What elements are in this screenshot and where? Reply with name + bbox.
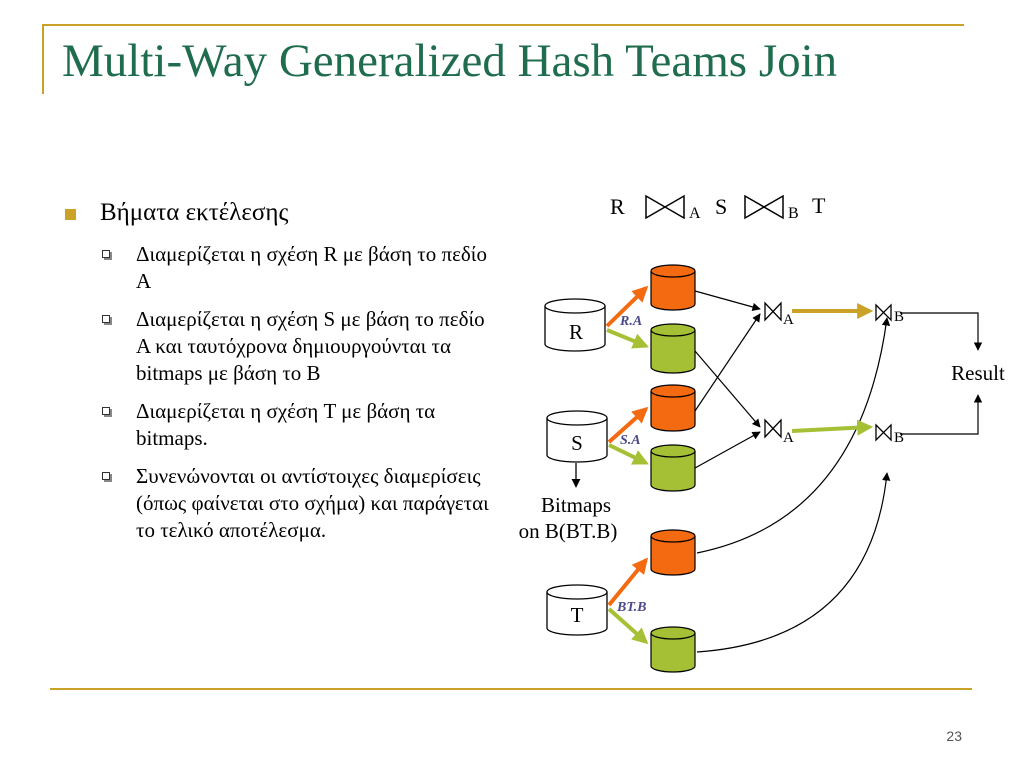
expr-t: T xyxy=(812,193,826,218)
partition-t-green xyxy=(650,626,696,673)
join-label: A xyxy=(783,312,794,328)
bullet-list: Βήματα εκτέλεσης Διαμερίζεται η σχέση R … xyxy=(62,196,502,544)
hollow-square-bullet-icon xyxy=(102,250,110,258)
join-expression: R A S B T xyxy=(610,193,826,222)
sub-bullet: Διαμερίζεται η σχέση S με βάση το πεδίο … xyxy=(62,306,502,387)
hollow-square-bullet-icon xyxy=(102,315,110,323)
hollow-square-bullet-icon xyxy=(102,472,110,480)
bottom-rule xyxy=(50,688,972,690)
sub-bullet-text: Διαμερίζεται η σχέση R με βάση το πεδίο … xyxy=(136,242,487,293)
page-number: 23 xyxy=(946,728,962,744)
partition-t-orange xyxy=(650,529,696,576)
relation-label: T xyxy=(571,603,584,627)
join-b-top: B xyxy=(875,303,904,325)
result-label: Result xyxy=(951,361,1005,385)
main-bullet-text: Βήματα εκτέλεσης xyxy=(100,199,289,226)
top-rule xyxy=(42,24,964,26)
sub-bullet-text: Διαμερίζεται η σχέση T με βάση τα bitmap… xyxy=(136,399,436,450)
sub-bullet-text: Συνενώνονται οι αντίστοιχες διαμερίσεις … xyxy=(136,464,489,542)
join-label: A xyxy=(783,430,794,446)
partition-r-orange xyxy=(650,264,696,311)
bowtie-join-icon xyxy=(645,194,685,220)
partition-label: BT.B xyxy=(616,600,646,615)
sub-bullet: Συνενώνονται οι αντίστοιχες διαμερίσεις … xyxy=(62,463,502,544)
relation-label: S xyxy=(571,431,583,455)
partition-s-orange xyxy=(650,384,696,432)
join-label: B xyxy=(894,430,904,446)
partition-label: R.A xyxy=(619,314,642,329)
expr-join2-sub: B xyxy=(788,205,799,222)
partition-s-green xyxy=(650,444,696,492)
sub-bullet: Διαμερίζεται η σχέση R με βάση το πεδίο … xyxy=(62,241,502,295)
partition-arrows xyxy=(605,285,649,645)
expr-join1-sub: A xyxy=(689,205,701,222)
connection-lines xyxy=(694,290,983,653)
join-label: B xyxy=(894,309,904,325)
hollow-square-bullet-icon xyxy=(102,407,110,415)
join-a-bottom: A xyxy=(764,418,794,446)
expr-r: R xyxy=(610,194,625,219)
relation-r-cylinder: R xyxy=(544,298,606,352)
bitmaps-label-line2: on B(BT.B) xyxy=(519,519,618,543)
relation-s-cylinder: S xyxy=(546,410,608,463)
join-b-bottom: B xyxy=(875,423,904,446)
slide-title: Multi-Way Generalized Hash Teams Join xyxy=(62,35,838,87)
partition-r-green xyxy=(650,323,696,374)
sub-bullet-text: Διαμερίζεται η σχέση S με βάση το πεδίο … xyxy=(136,307,485,385)
partition-label: S.A xyxy=(620,433,641,448)
bitmaps-label-line1: Bitmaps xyxy=(541,493,611,517)
green-arrow xyxy=(791,419,874,436)
main-bullet: Βήματα εκτέλεσης xyxy=(62,196,502,230)
join-a-top: A xyxy=(764,301,794,328)
relation-label: R xyxy=(569,320,583,344)
relation-t-cylinder: T xyxy=(546,584,608,636)
left-rule xyxy=(42,24,44,94)
bowtie-join-icon xyxy=(744,194,784,220)
sub-bullet: Διαμερίζεται η σχέση T με βάση τα bitmap… xyxy=(62,398,502,452)
square-bullet-icon xyxy=(65,209,76,220)
expr-s: S xyxy=(715,194,727,219)
